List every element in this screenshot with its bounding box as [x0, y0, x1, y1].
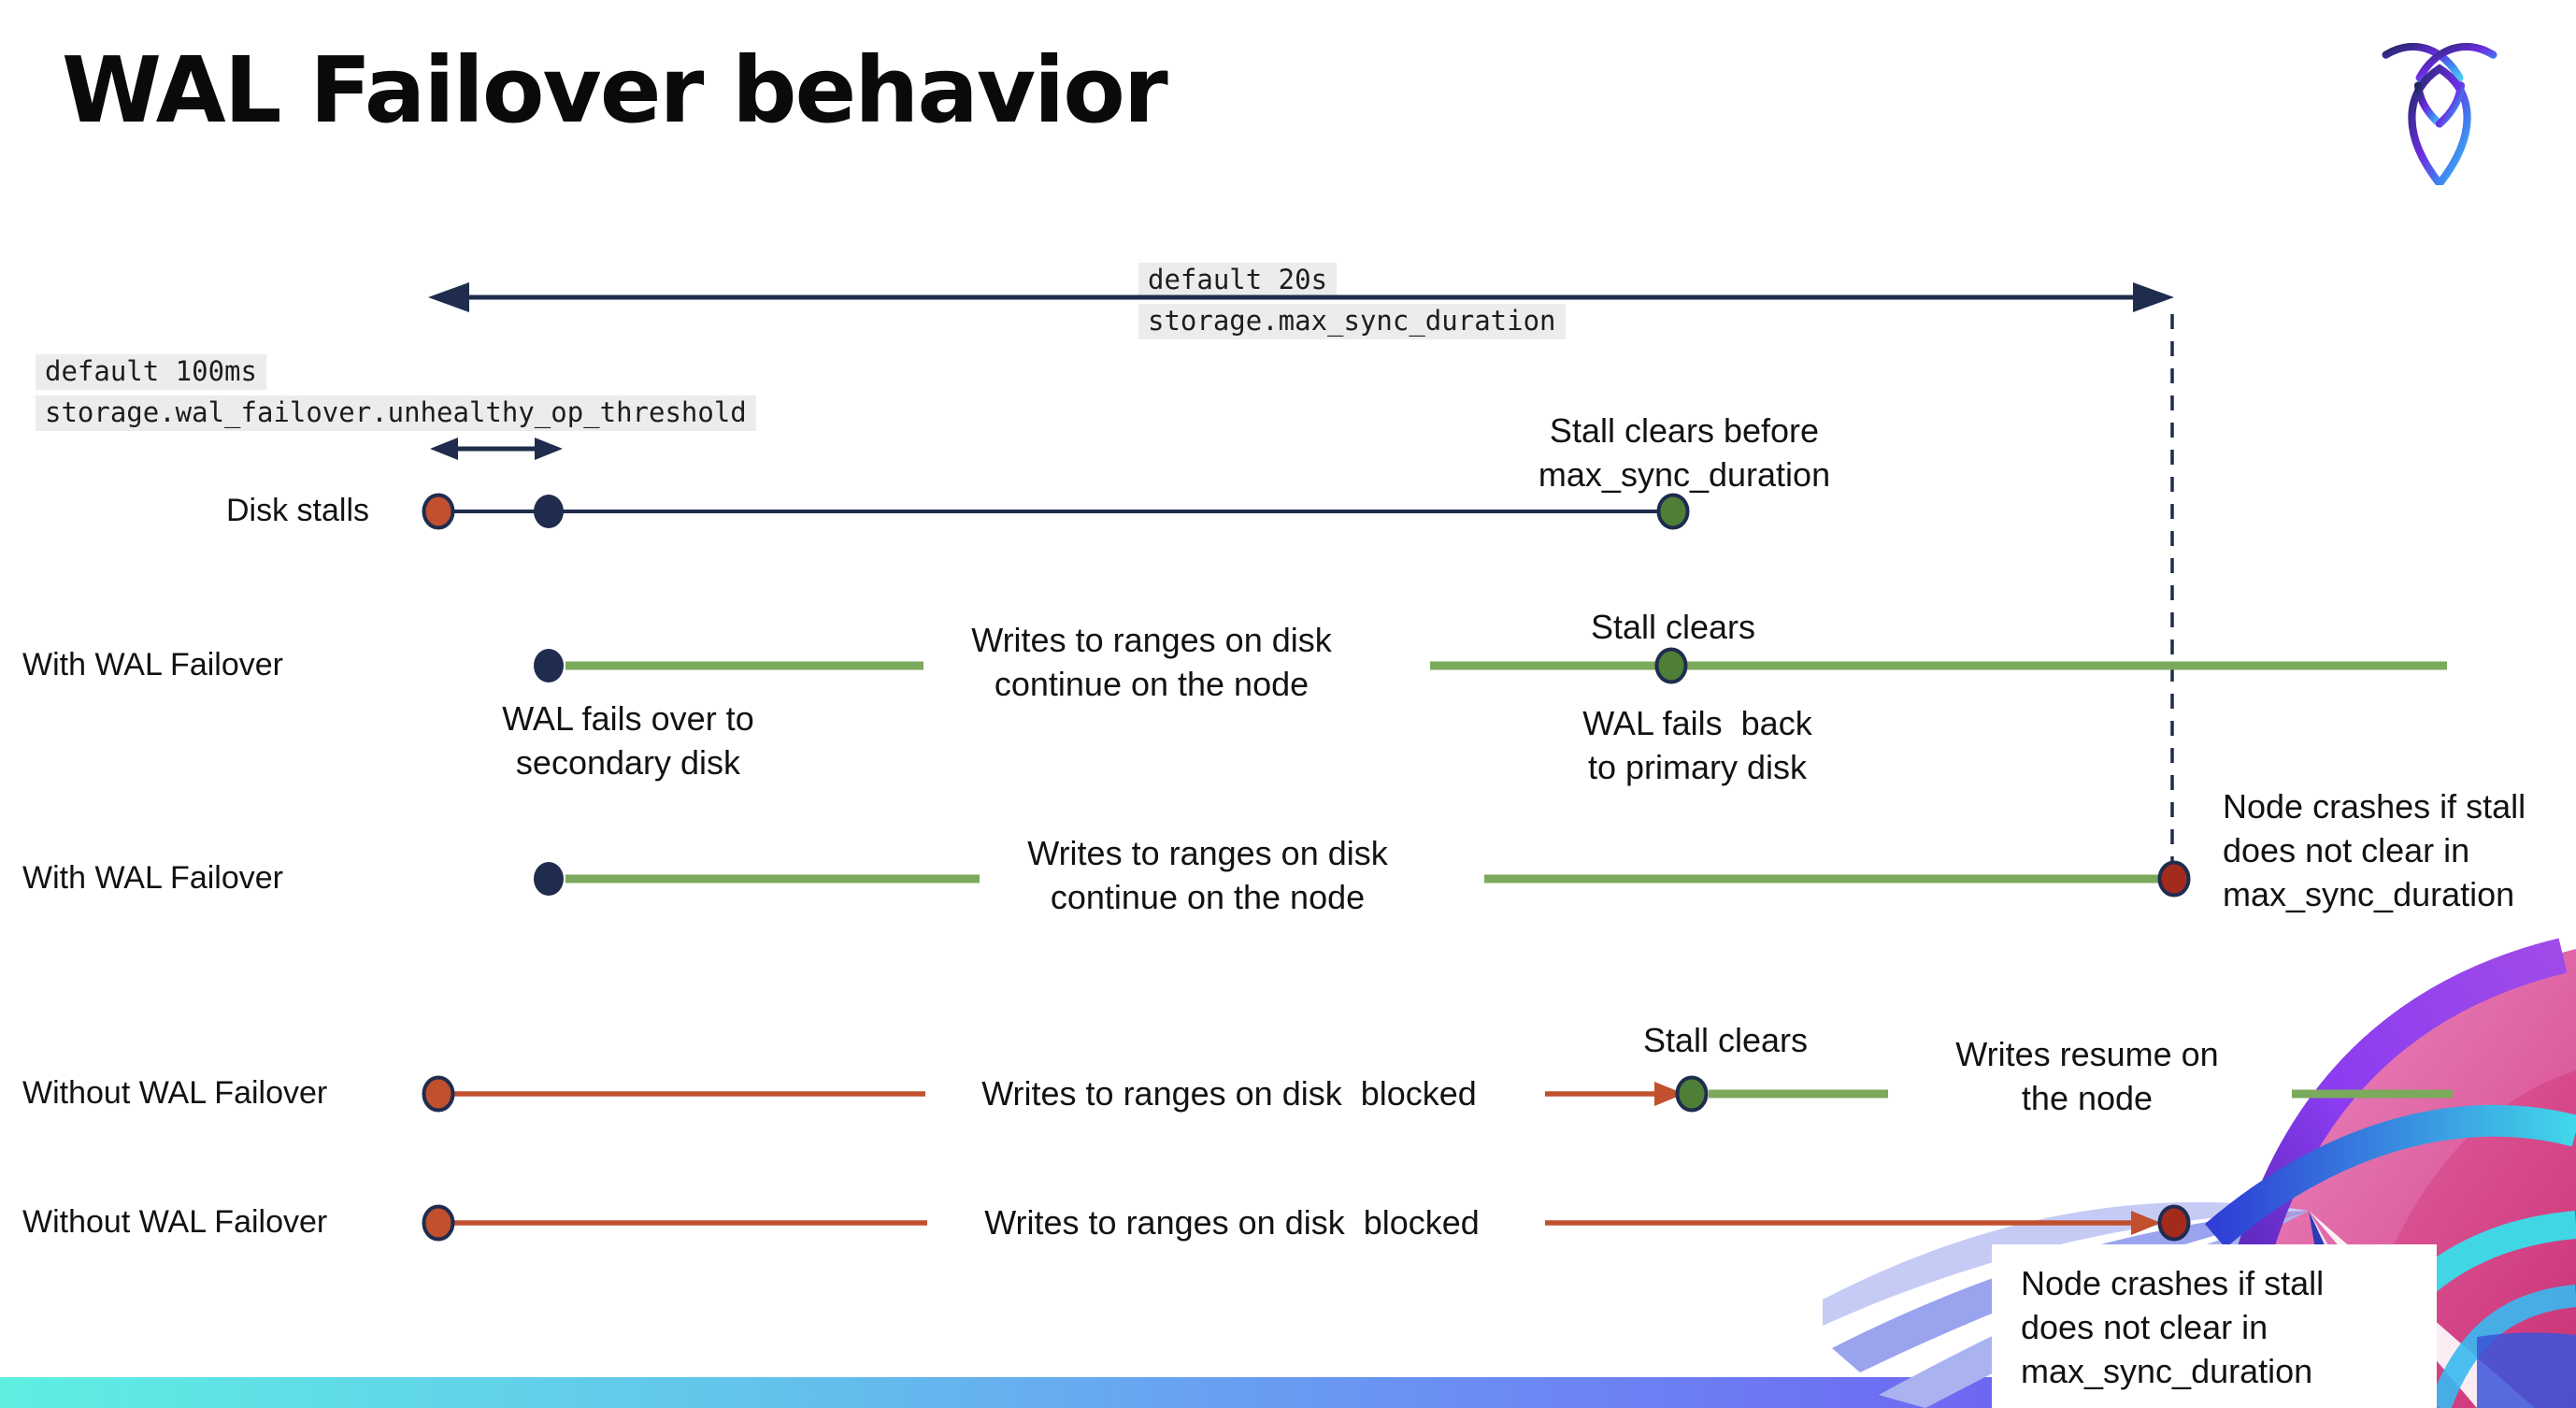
- note-stall-clears-1: Stall clears: [1590, 608, 1756, 646]
- note-writes-blocked-2: Writes to ranges on disk blocked: [984, 1203, 1480, 1242]
- row-label-with-wal-failover-2: With WAL Failover: [22, 860, 283, 896]
- art-blue-band: [2204, 1104, 2576, 1248]
- art-fan-light: [1823, 1201, 2309, 1326]
- note-writes-continue-2: Writes to ranges on disk continue on the…: [1027, 834, 1388, 916]
- max-sync-duration-arrow: [428, 282, 2174, 312]
- note-writes-blocked-1: Writes to ranges on disk blocked: [981, 1074, 1477, 1113]
- row-label-disk-stalls: Disk stalls: [226, 493, 370, 528]
- small-arrowhead-left: [430, 438, 458, 460]
- page-title: WAL Failover behavior: [62, 37, 1168, 143]
- note-writes-continue-1: Writes to ranges on disk continue on the…: [971, 621, 1332, 703]
- note-writes-resume: Writes resume on the node: [1955, 1035, 2219, 1117]
- art-corner-fill: [2477, 1332, 2576, 1408]
- note-fails-back: WAL fails back to primary disk: [1582, 704, 1812, 786]
- unhealthy-op-threshold-arrow: [430, 438, 563, 460]
- disk-stall-start-dot: [422, 493, 455, 530]
- note-stall-clears-2: Stall clears: [1642, 1021, 1809, 1059]
- art-fan-mid: [1832, 1211, 2309, 1372]
- row-label-with-wal-failover-1: With WAL Failover: [22, 647, 283, 682]
- note-fails-over: WAL fails over to secondary disk: [502, 699, 754, 782]
- unhealthy-op-setting-chip: storage.wal_failover.unhealthy_op_thresh…: [36, 395, 756, 431]
- note-stall-clears-before: Stall clears before max_sync_duration: [1538, 411, 1831, 494]
- failover-dot: [534, 862, 564, 896]
- small-arrowhead-right: [535, 438, 563, 460]
- stall-clears-dot: [1675, 1075, 1709, 1113]
- stall-clears-dot: [1656, 493, 1690, 530]
- crash-note-box: [1992, 1244, 2437, 1408]
- logo-antenna-left: [2382, 42, 2464, 82]
- disk-stall-start-dot: [422, 1075, 455, 1113]
- blocked-arrowhead: [1654, 1082, 1684, 1106]
- arrowhead-left: [428, 282, 469, 312]
- node-crash-dot: [2157, 1204, 2191, 1242]
- timeline-row-without-failover-crash: [422, 1204, 2191, 1242]
- node-crash-dot: [2157, 860, 2191, 898]
- row-label-without-wal-failover-2: Without WAL Failover: [22, 1204, 328, 1240]
- logo-branch-right: [2435, 81, 2466, 128]
- logo-antenna-right: [2415, 42, 2497, 82]
- unhealthy-op-default-chip: default 100ms: [36, 354, 266, 390]
- note-node-crash-bottom: Node crashes if stall does not clear in …: [2021, 1264, 2325, 1390]
- logo-branch-left: [2413, 81, 2444, 128]
- disk-stall-start-dot: [422, 1204, 455, 1242]
- timeline-row-disk-stalls: [422, 493, 1690, 530]
- cockroachdb-logo: [2382, 42, 2497, 185]
- failover-dot: [534, 649, 564, 682]
- row-label-without-wal-failover-1: Without WAL Failover: [22, 1075, 328, 1111]
- blocked-arrowhead: [2131, 1211, 2161, 1235]
- timeline-row-without-failover-clears: [422, 1075, 2453, 1113]
- timeline-row-with-failover-crash: [534, 860, 2191, 898]
- note-node-crash-top: Node crashes if stall does not clear in …: [2223, 787, 2526, 913]
- art-teal-arc-inner: [2428, 1285, 2576, 1408]
- max-sync-default-chip: default 20s: [1138, 263, 1338, 298]
- threshold-dot: [534, 495, 564, 528]
- max-sync-setting-chip: storage.max_sync_duration: [1138, 304, 1566, 339]
- arrowhead-right: [2133, 282, 2174, 312]
- stall-clears-dot: [1654, 647, 1688, 684]
- timeline-row-with-failover-clears: [534, 647, 2447, 684]
